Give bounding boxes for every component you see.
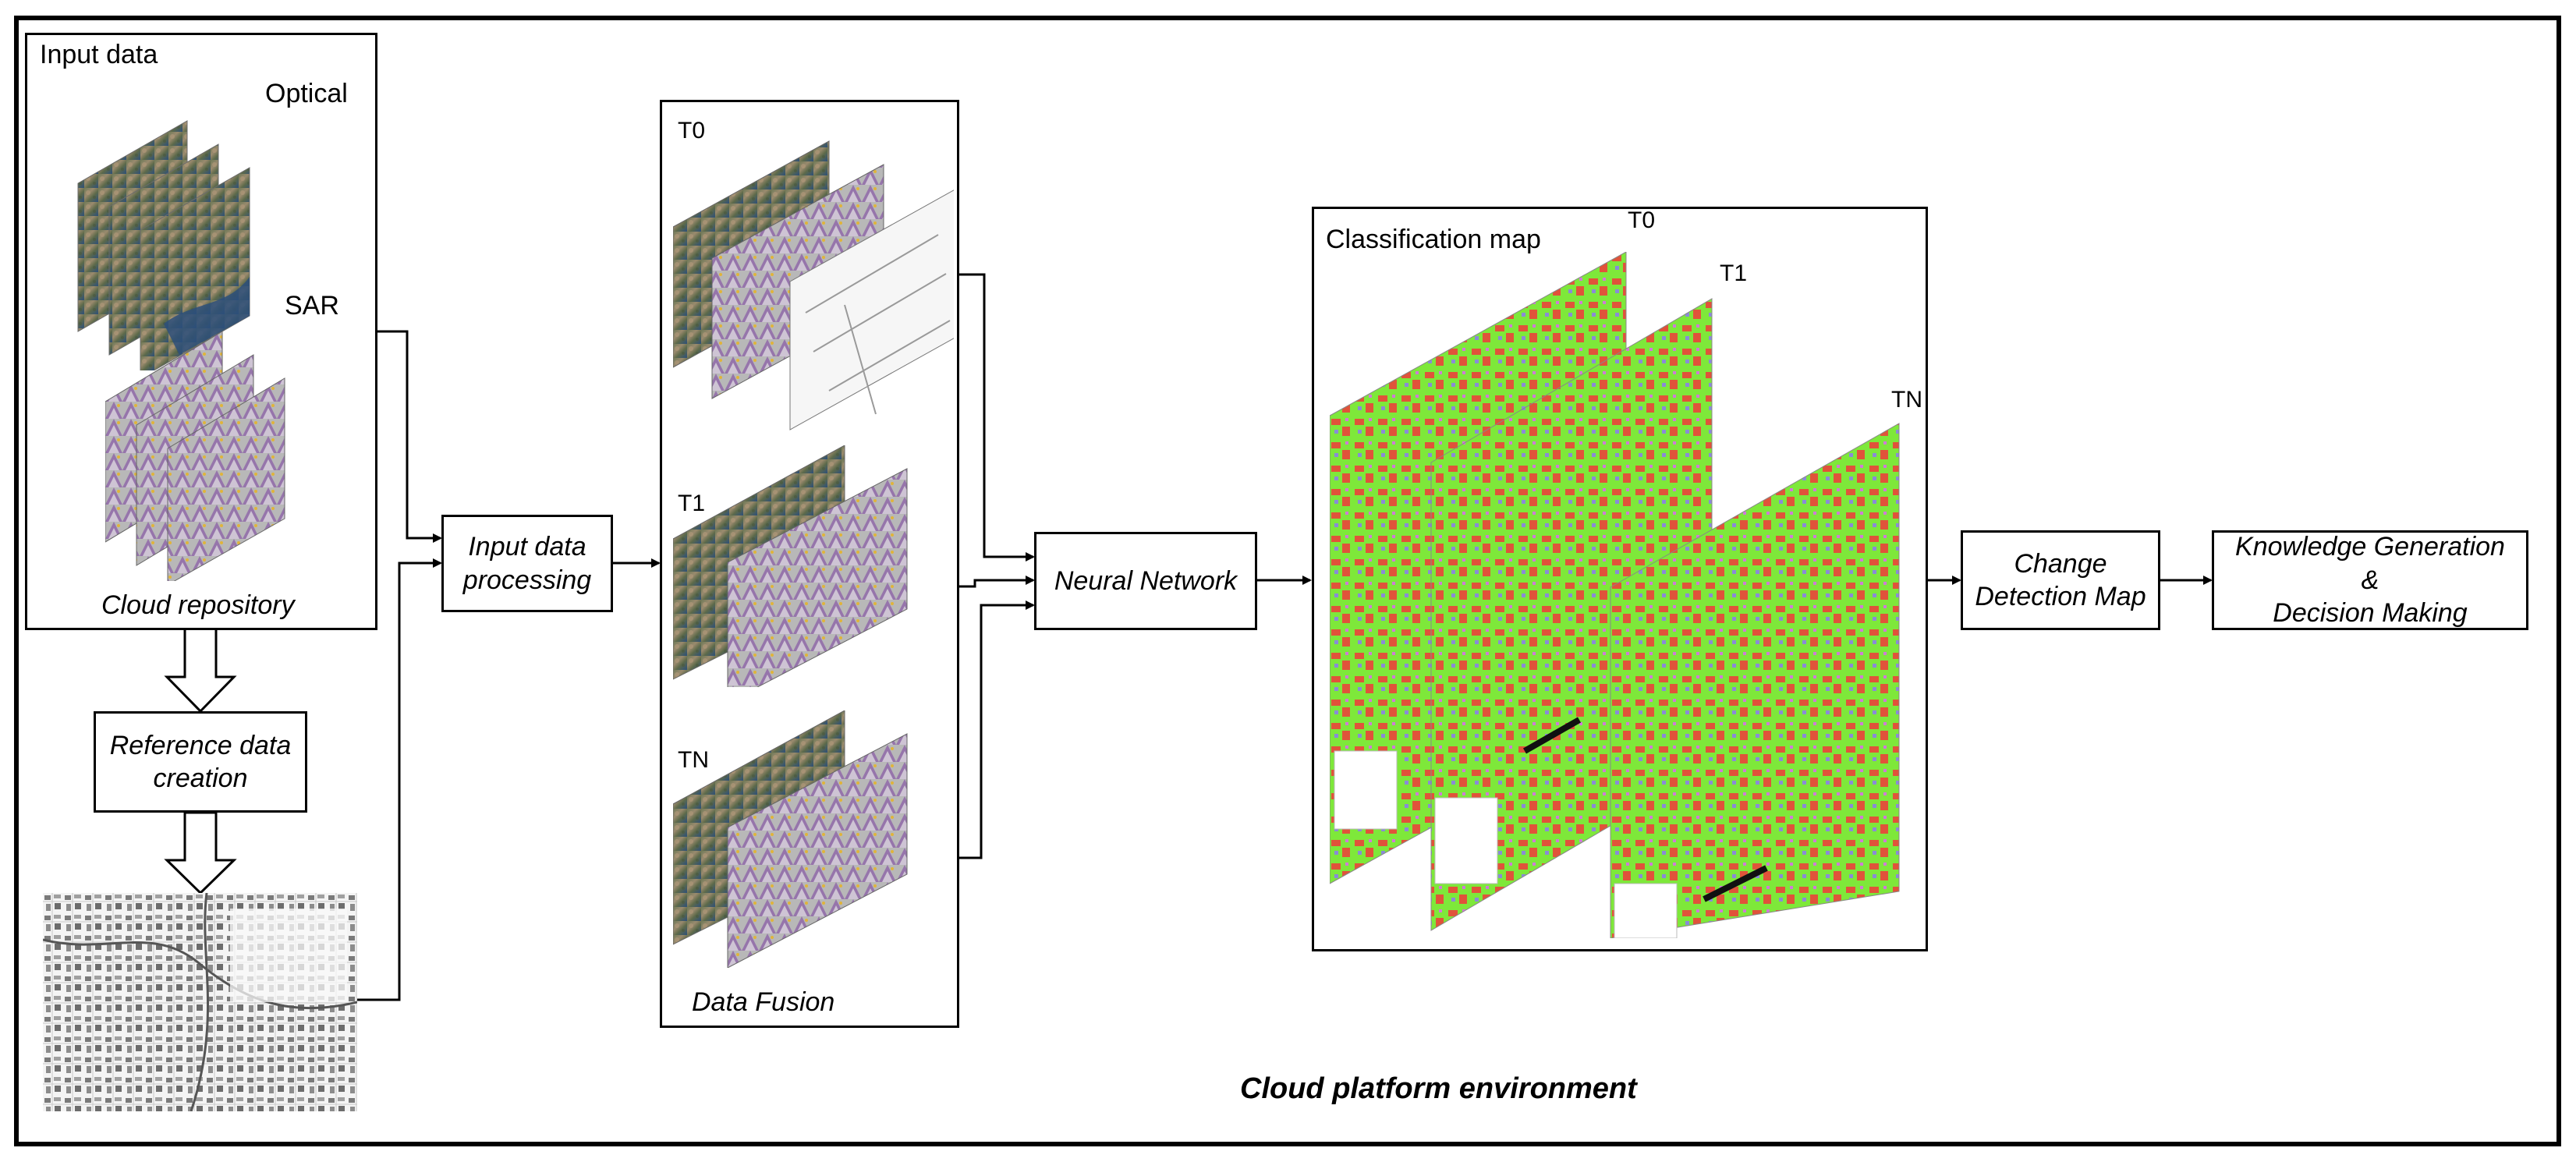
fusion-tn-stack-icon — [673, 710, 908, 968]
data-fusion-title: Data Fusion — [692, 987, 835, 1017]
fusion-t1-label: T1 — [678, 491, 706, 516]
sar-label: SAR — [285, 291, 339, 321]
classification-map-stack-icon — [1330, 252, 1900, 938]
fusion-t0-label: T0 — [678, 118, 706, 143]
knowledge-line3: Decision Making — [2273, 598, 2468, 629]
fusion-tn-label: TN — [678, 747, 709, 773]
knowledge-generation-box: Knowledge Generation & Decision Making — [2212, 530, 2528, 630]
change-detection-box: Change Detection Map — [1961, 530, 2160, 630]
data-fusion-box: T0 T1 TN Data Fusion — [660, 100, 959, 1028]
cloud-repository-label: Cloud repository — [101, 590, 295, 620]
classification-map-box: Classification map T0 T1 TN — [1312, 207, 1928, 951]
change-detection-line1: Change — [2014, 548, 2107, 579]
knowledge-line2: & — [2361, 565, 2379, 595]
connector-t0-to-network — [948, 273, 1035, 562]
connector-sar-to-processing — [377, 330, 442, 543]
reference-map-icon — [43, 893, 357, 1111]
cloud-platform-label: Cloud platform environment — [1240, 1072, 1637, 1105]
input-processing-line1: Input data — [468, 532, 586, 562]
classification-map-title: Classification map — [1326, 225, 1541, 254]
hollow-arrow-reference-to-map — [164, 811, 237, 895]
reference-data-creation-box: Reference data creation — [94, 711, 307, 813]
change-detection-line2: Detection Map — [1975, 582, 2146, 611]
reference-data-line1: Reference data — [109, 730, 292, 760]
satellite-image-stack-icon — [77, 120, 250, 370]
knowledge-line1: Knowledge Generation — [2235, 532, 2505, 562]
fusion-t1-stack-icon — [673, 445, 908, 687]
neural-network-box: Neural Network — [1034, 532, 1257, 630]
fusion-t0-stack-icon — [673, 140, 954, 430]
classification-t0-label: T0 — [1628, 207, 1656, 233]
hollow-arrow-repository-to-reference — [164, 626, 237, 714]
neural-network-label: Neural Network — [1054, 565, 1238, 596]
input-processing-line2: processing — [462, 565, 592, 595]
reference-data-line2: creation — [153, 763, 248, 793]
input-data-box: Input data Optical SAR Cloud repository — [25, 33, 377, 630]
sar-image-stack-icon — [105, 331, 285, 581]
connector-reference-to-processing — [357, 558, 442, 1001]
classification-t1-label: T1 — [1720, 260, 1748, 286]
optical-label: Optical — [265, 79, 348, 108]
input-data-processing-box: Input data processing — [441, 515, 613, 612]
classification-tn-label: TN — [1891, 387, 1922, 413]
input-data-title: Input data — [40, 40, 158, 69]
